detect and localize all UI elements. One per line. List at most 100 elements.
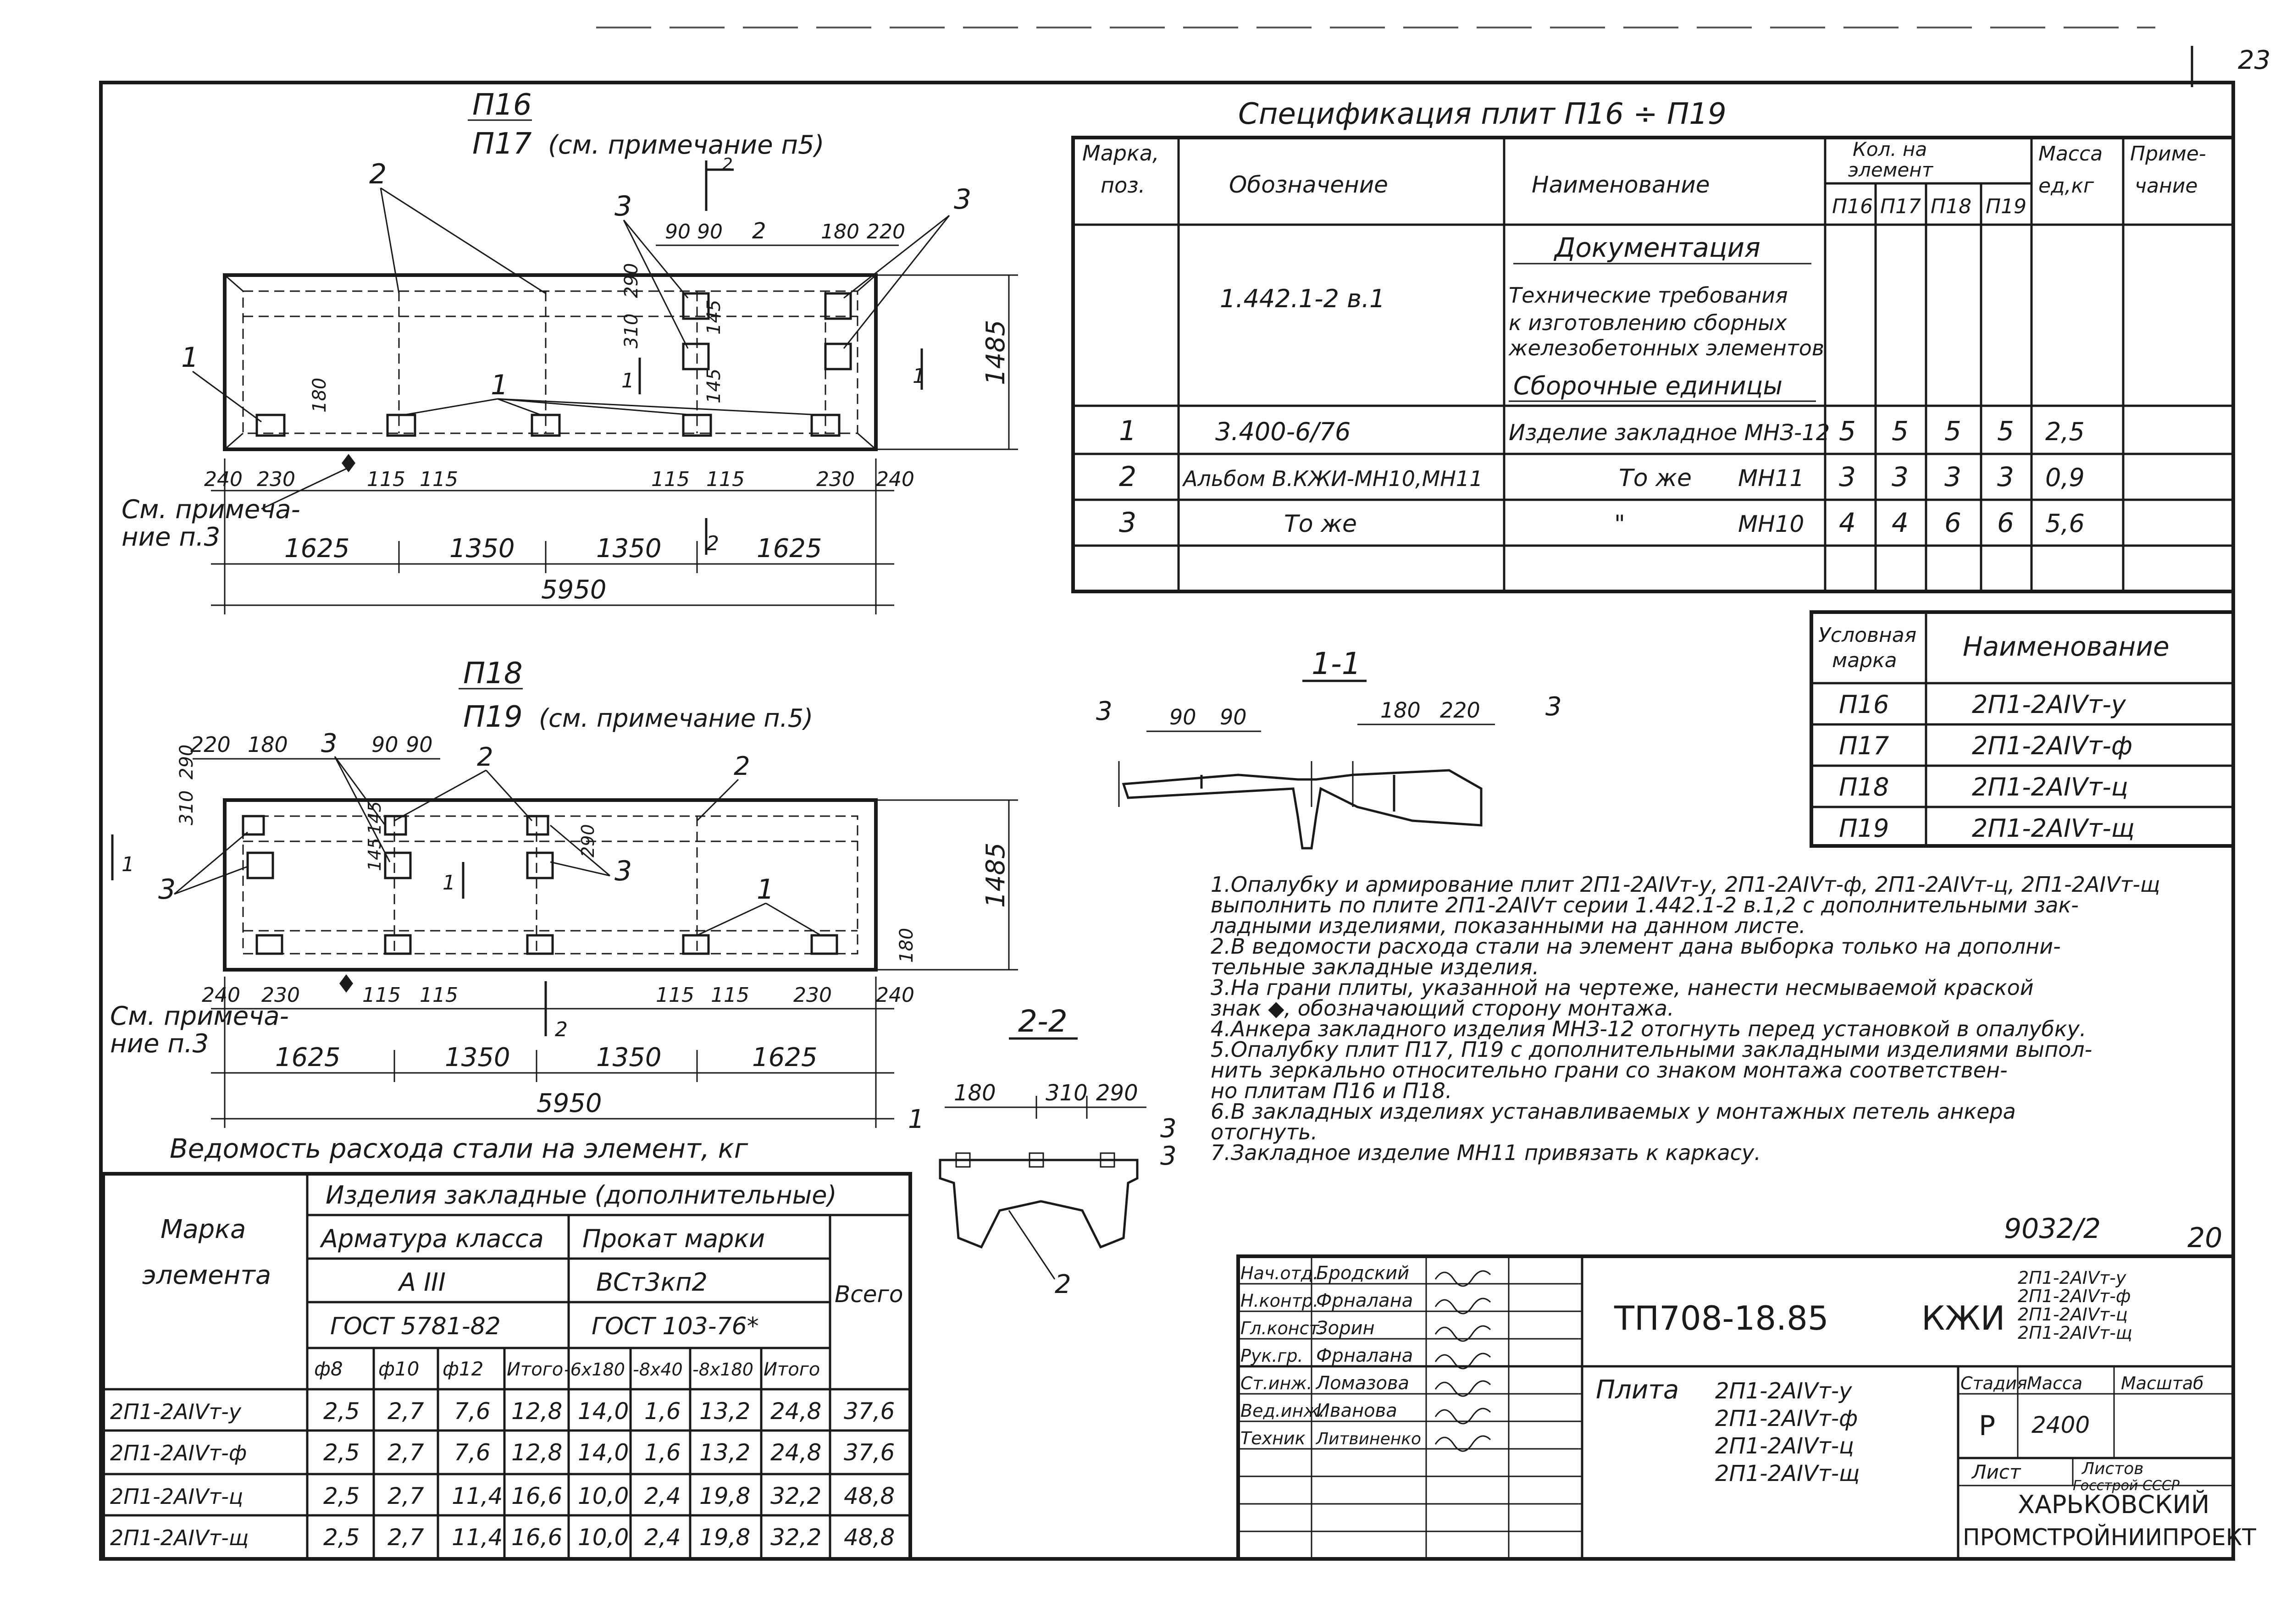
svg-text:90: 90	[1169, 705, 1196, 729]
svg-text:Ведомость расхода стали на эле: Ведомость расхода стали на элемент, кг	[170, 1133, 748, 1164]
svg-text:1: 1	[181, 342, 199, 374]
svg-text:Прокат марки: Прокат марки	[582, 1224, 765, 1253]
svg-text:элемента: элемента	[142, 1260, 271, 1290]
svg-text:Н.контр.: Н.контр.	[1240, 1291, 1318, 1311]
svg-text:2П1-2АIVт-ф: 2П1-2АIVт-ф	[1972, 731, 2132, 760]
svg-text:Фрналана: Фрналана	[1316, 1345, 1413, 1366]
svg-text:поз.: поз.	[1101, 173, 1145, 198]
svg-text:ладными изделиями, показанными: ладными изделиями, показанными на данном…	[1210, 913, 1806, 938]
svg-text:3: 3	[1944, 461, 1961, 492]
svg-text:3: 3	[954, 183, 971, 215]
svg-text:6.В закладных изделиях устанав: 6.В закладных изделиях устанавливаемых у…	[1211, 1099, 2016, 1124]
svg-text:145: 145	[703, 369, 725, 403]
svg-text:То же: То же	[1619, 464, 1692, 492]
spec-h-name: Наименование	[1532, 171, 1710, 198]
svg-text:": "	[1614, 510, 1625, 538]
svg-text:11,4: 11,4	[452, 1483, 503, 1509]
svg-text:310: 310	[621, 314, 642, 348]
svg-text:230: 230	[793, 983, 832, 1007]
svg-text:Условная: Условная	[1818, 624, 1916, 647]
svg-text:240: 240	[876, 983, 914, 1007]
svg-text:Арматура класса: Арматура класса	[320, 1224, 544, 1253]
spec-section-units: Сборочные единицы	[1513, 371, 1782, 400]
svg-text:48,8: 48,8	[844, 1524, 895, 1551]
svg-text:13,2: 13,2	[699, 1439, 750, 1466]
svg-text:5950: 5950	[537, 1088, 602, 1118]
spec-section-docs: Документация	[1553, 232, 1760, 263]
svg-text:1: 1	[913, 365, 925, 388]
svg-text:16,6: 16,6	[511, 1483, 562, 1509]
plan-bottom: П18 П19 (см. примечание п.5) 220 180 3 9…	[110, 657, 1018, 1128]
svg-text:Приме-: Приме-	[2130, 142, 2206, 166]
svg-text:Литвиненко: Литвиненко	[1315, 1430, 1421, 1448]
svg-text:КЖИ: КЖИ	[1921, 1299, 2005, 1337]
svg-text:П18: П18	[1839, 773, 1889, 801]
svg-text:11,4: 11,4	[452, 1524, 503, 1551]
svg-text:240: 240	[204, 468, 243, 491]
svg-text:2: 2	[369, 158, 387, 190]
svg-text:1: 1	[1119, 415, 1136, 447]
svg-text:2: 2	[1055, 1270, 1071, 1299]
svg-text:чание: чание	[2135, 174, 2198, 198]
svg-text:32,2: 32,2	[770, 1524, 821, 1551]
svg-text:Госстрой СССР: Госстрой СССР	[2073, 1478, 2180, 1494]
svg-text:Технические требования: Технические требования	[1509, 283, 1788, 308]
svg-text:ГОСТ 5781-82: ГОСТ 5781-82	[330, 1313, 501, 1340]
svg-text:4: 4	[1839, 507, 1856, 538]
svg-text:1625: 1625	[757, 534, 822, 563]
svg-text:310: 310	[1046, 1080, 1088, 1106]
svg-text:1: 1	[757, 873, 774, 906]
svg-text:2П1-2АIVт-щ: 2П1-2АIVт-щ	[1972, 814, 2135, 843]
svg-text:-8х40: -8х40	[633, 1359, 683, 1380]
svg-text:180: 180	[896, 928, 917, 963]
svg-text:2: 2	[477, 742, 493, 772]
svg-text:Изделия закладные (дополнитель: Изделия закладные (дополнительные)	[326, 1181, 837, 1210]
svg-text:2П1-2АIVт-ц: 2П1-2АIVт-ц	[1715, 1433, 1854, 1459]
svg-text:12,8: 12,8	[511, 1398, 562, 1425]
svg-text:180: 180	[954, 1080, 996, 1106]
steel-table: Ведомость расхода стали на элемент, кг М…	[101, 1133, 912, 1561]
svg-text:1,6: 1,6	[644, 1398, 681, 1425]
svg-text:2,5: 2,5	[323, 1483, 360, 1509]
svg-text:ф12: ф12	[443, 1358, 483, 1380]
section-1-1: 1-1 3 90 90 180 220 3	[1096, 646, 1562, 850]
svg-text:1485: 1485	[981, 842, 1011, 908]
svg-text:3: 3	[614, 190, 632, 222]
svg-text:1: 1	[122, 853, 134, 876]
svg-text:марка: марка	[1832, 649, 1897, 672]
svg-text:(см. примечание п.5): (см. примечание п.5)	[539, 704, 813, 733]
svg-text:6: 6	[1997, 507, 2014, 538]
svg-text:Изделие закладное МНЗ-12: Изделие закладное МНЗ-12	[1509, 420, 1830, 446]
svg-text:1-1: 1-1	[1312, 646, 1361, 681]
svg-text:3: 3	[1545, 692, 1562, 722]
svg-text:ние п.3: ние п.3	[110, 1029, 209, 1059]
svg-text:к изготовлению сборных: к изготовлению сборных	[1509, 310, 1788, 335]
svg-text:3: 3	[1160, 1114, 1177, 1143]
svg-text:2П1-2АIVт-ф: 2П1-2АIVт-ф	[1715, 1406, 1858, 1431]
svg-text:1350: 1350	[596, 1043, 662, 1072]
svg-text:2П1-2АIVт-у: 2П1-2АIVт-у	[2018, 1268, 2126, 1288]
spec-title: Спецификация плит П16 ÷ П19	[1238, 97, 1727, 131]
slab-top-outline	[223, 273, 878, 451]
svg-text:5: 5	[1997, 415, 2014, 447]
svg-text:3: 3	[1839, 461, 1856, 492]
svg-text:1: 1	[621, 369, 634, 392]
svg-text:П17: П17	[1839, 731, 1889, 760]
section-2-2: 2-2 180 310 290 1 3 3 2	[908, 1004, 1177, 1299]
svg-text:2,7: 2,7	[387, 1524, 424, 1551]
svg-text:115: 115	[651, 468, 690, 491]
svg-text:2: 2	[722, 155, 733, 174]
svg-text:Плита: Плита	[1596, 1375, 1679, 1405]
svg-text:145: 145	[365, 838, 385, 871]
svg-text:ф8: ф8	[314, 1358, 343, 1380]
marks-h2: Наименование	[1963, 631, 2170, 662]
svg-text:4: 4	[1892, 507, 1909, 538]
svg-text:Лист: Лист	[1971, 1461, 2021, 1483]
svg-text:19,8: 19,8	[699, 1483, 750, 1509]
svg-text:См. примеча-: См. примеча-	[122, 495, 300, 525]
svg-text:2П1-2АIVт-щ: 2П1-2АIVт-щ	[2018, 1323, 2132, 1343]
svg-text:1625: 1625	[275, 1043, 341, 1072]
svg-text:П19: П19	[1839, 814, 1889, 843]
svg-text:2,5: 2,5	[323, 1398, 360, 1425]
